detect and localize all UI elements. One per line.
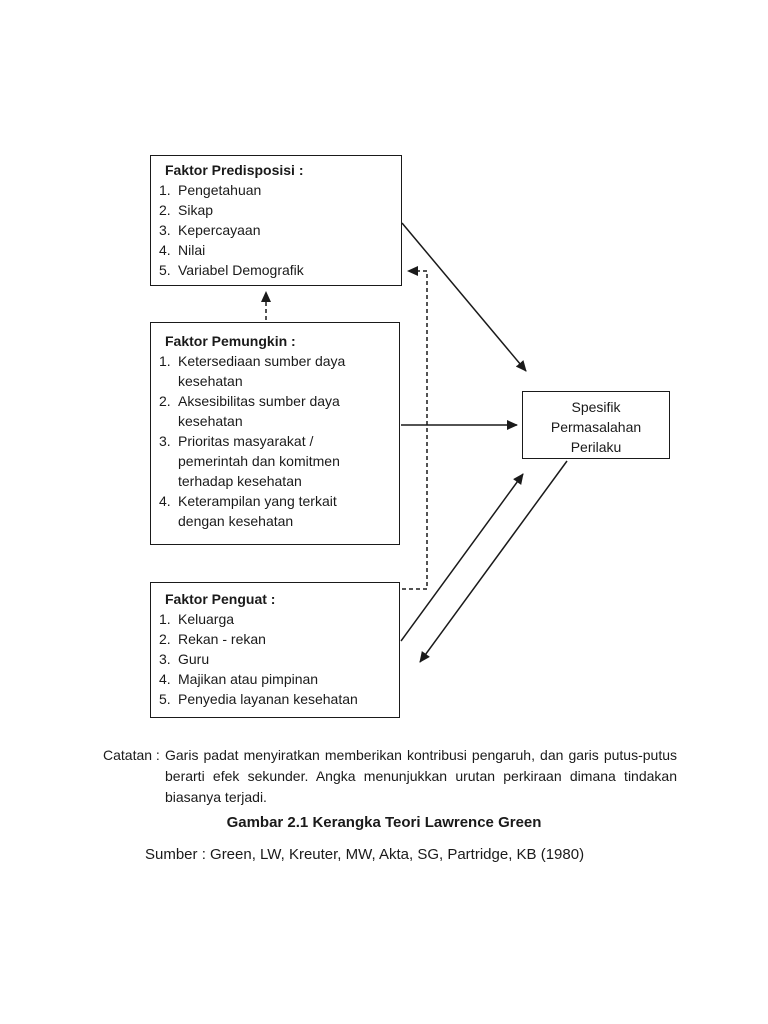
dashed-arrow-penguat-to-predisposisi (402, 266, 428, 590)
item-number: 1. (159, 353, 171, 369)
item-number: 1. (159, 182, 171, 198)
item-number: 4. (159, 671, 171, 687)
outcome-line: Spesifik (571, 399, 621, 415)
note-line: Garis padat menyiratkan memberikan kontr… (165, 747, 677, 763)
item-text: Nilai (178, 242, 206, 258)
item-text: Prioritas masyarakat / pemerintah dan ko… (178, 433, 340, 489)
list-item: 3. Guru (159, 649, 399, 669)
item-text: Guru (178, 651, 210, 667)
note-label: Catatan : (103, 747, 160, 763)
item-number: 2. (159, 631, 171, 647)
item-number: 3. (159, 651, 171, 667)
box-title: Faktor Pemungkin : (165, 333, 296, 349)
outcome-line: Permasalahan (550, 419, 642, 435)
solid-arrow-predisposisi-to-perilaku (401, 222, 527, 372)
predisposing-factors-box: Faktor Predisposisi : 1. Pengetahuan 2. Si… (150, 155, 402, 286)
box-title: Faktor Predisposisi : (165, 162, 304, 178)
item-text: Aksesibilitas sumber daya kesehatan (178, 393, 340, 429)
list-item: 2. Sikap (159, 200, 401, 220)
item-text: Variabel Demografik (178, 262, 304, 278)
source-line: Sumber : Green, LW, Kreuter, MW, Akta, S… (145, 846, 585, 863)
note-body: Garis padat menyiratkan memberikan kontr… (165, 745, 677, 808)
behavior-problem-box: Spesifik Permasalahan Perilaku (522, 391, 670, 459)
solid-arrow-penguat-to-perilaku (400, 473, 524, 642)
item-text: Kepercayaan (178, 222, 261, 238)
list-item: 1. Keluarga (159, 609, 399, 629)
list-item: 1. Pengetahuan (159, 180, 401, 200)
note-line: berarti efek sekunder. Angka menunjukkan… (165, 768, 677, 784)
solid-arrow-perilaku-to-penguat (419, 460, 568, 663)
list-item: 3. Prioritas masyarakat / pemerintah dan … (159, 431, 399, 491)
item-number: 4. (159, 242, 171, 258)
list-item: 5. Penyedia layanan kesehatan (159, 689, 399, 709)
enabling-factors-box: Faktor Pemungkin : 1. Ketersediaan sumber… (150, 322, 400, 545)
item-text: Rekan - rekan (178, 631, 266, 647)
box-title: Faktor Penguat : (165, 591, 276, 607)
outcome-line: Perilaku (570, 439, 622, 455)
item-number: 1. (159, 611, 171, 627)
list-item: 4. Nilai (159, 240, 401, 260)
note: Catatan : Garis padat menyiratkan member… (103, 745, 677, 808)
list-item: 4. Keterampilan yang terkait dengan keseh… (159, 491, 399, 531)
item-number: 5. (159, 691, 171, 707)
item-text: Penyedia layanan kesehatan (178, 691, 358, 707)
figure-caption: Gambar 2.1 Kerangka Teori Lawrence Green (226, 814, 542, 831)
item-number: 5. (159, 262, 171, 278)
item-text: Ketersediaan sumber daya kesehatan (178, 353, 346, 389)
item-text: Keluarga (178, 611, 235, 627)
list-item: 3. Kepercayaan (159, 220, 401, 240)
item-number: 2. (159, 393, 171, 409)
item-text: Pengetahuan (178, 182, 262, 198)
list-item: 2. Aksesibilitas sumber daya kesehatan (159, 391, 399, 431)
list-item: 2. Rekan - rekan (159, 629, 399, 649)
list-item: 4. Majikan atau pimpinan (159, 669, 399, 689)
item-number: 2. (159, 202, 171, 218)
item-number: 3. (159, 433, 171, 449)
reinforcing-factors-box: Faktor Penguat : 1. Keluarga 2. Rekan - re… (150, 582, 400, 718)
item-number: 4. (159, 493, 171, 509)
list-item: 1. Ketersediaan sumber daya kesehatan (159, 351, 399, 391)
list-item: 5. Variabel Demografik (159, 260, 401, 280)
item-text: Keterampilan yang terkait dengan kesehat… (178, 493, 337, 529)
note-line: biasanya terjadi. (165, 789, 267, 805)
item-number: 3. (159, 222, 171, 238)
item-text: Sikap (178, 202, 214, 218)
item-text: Majikan atau pimpinan (178, 671, 319, 687)
